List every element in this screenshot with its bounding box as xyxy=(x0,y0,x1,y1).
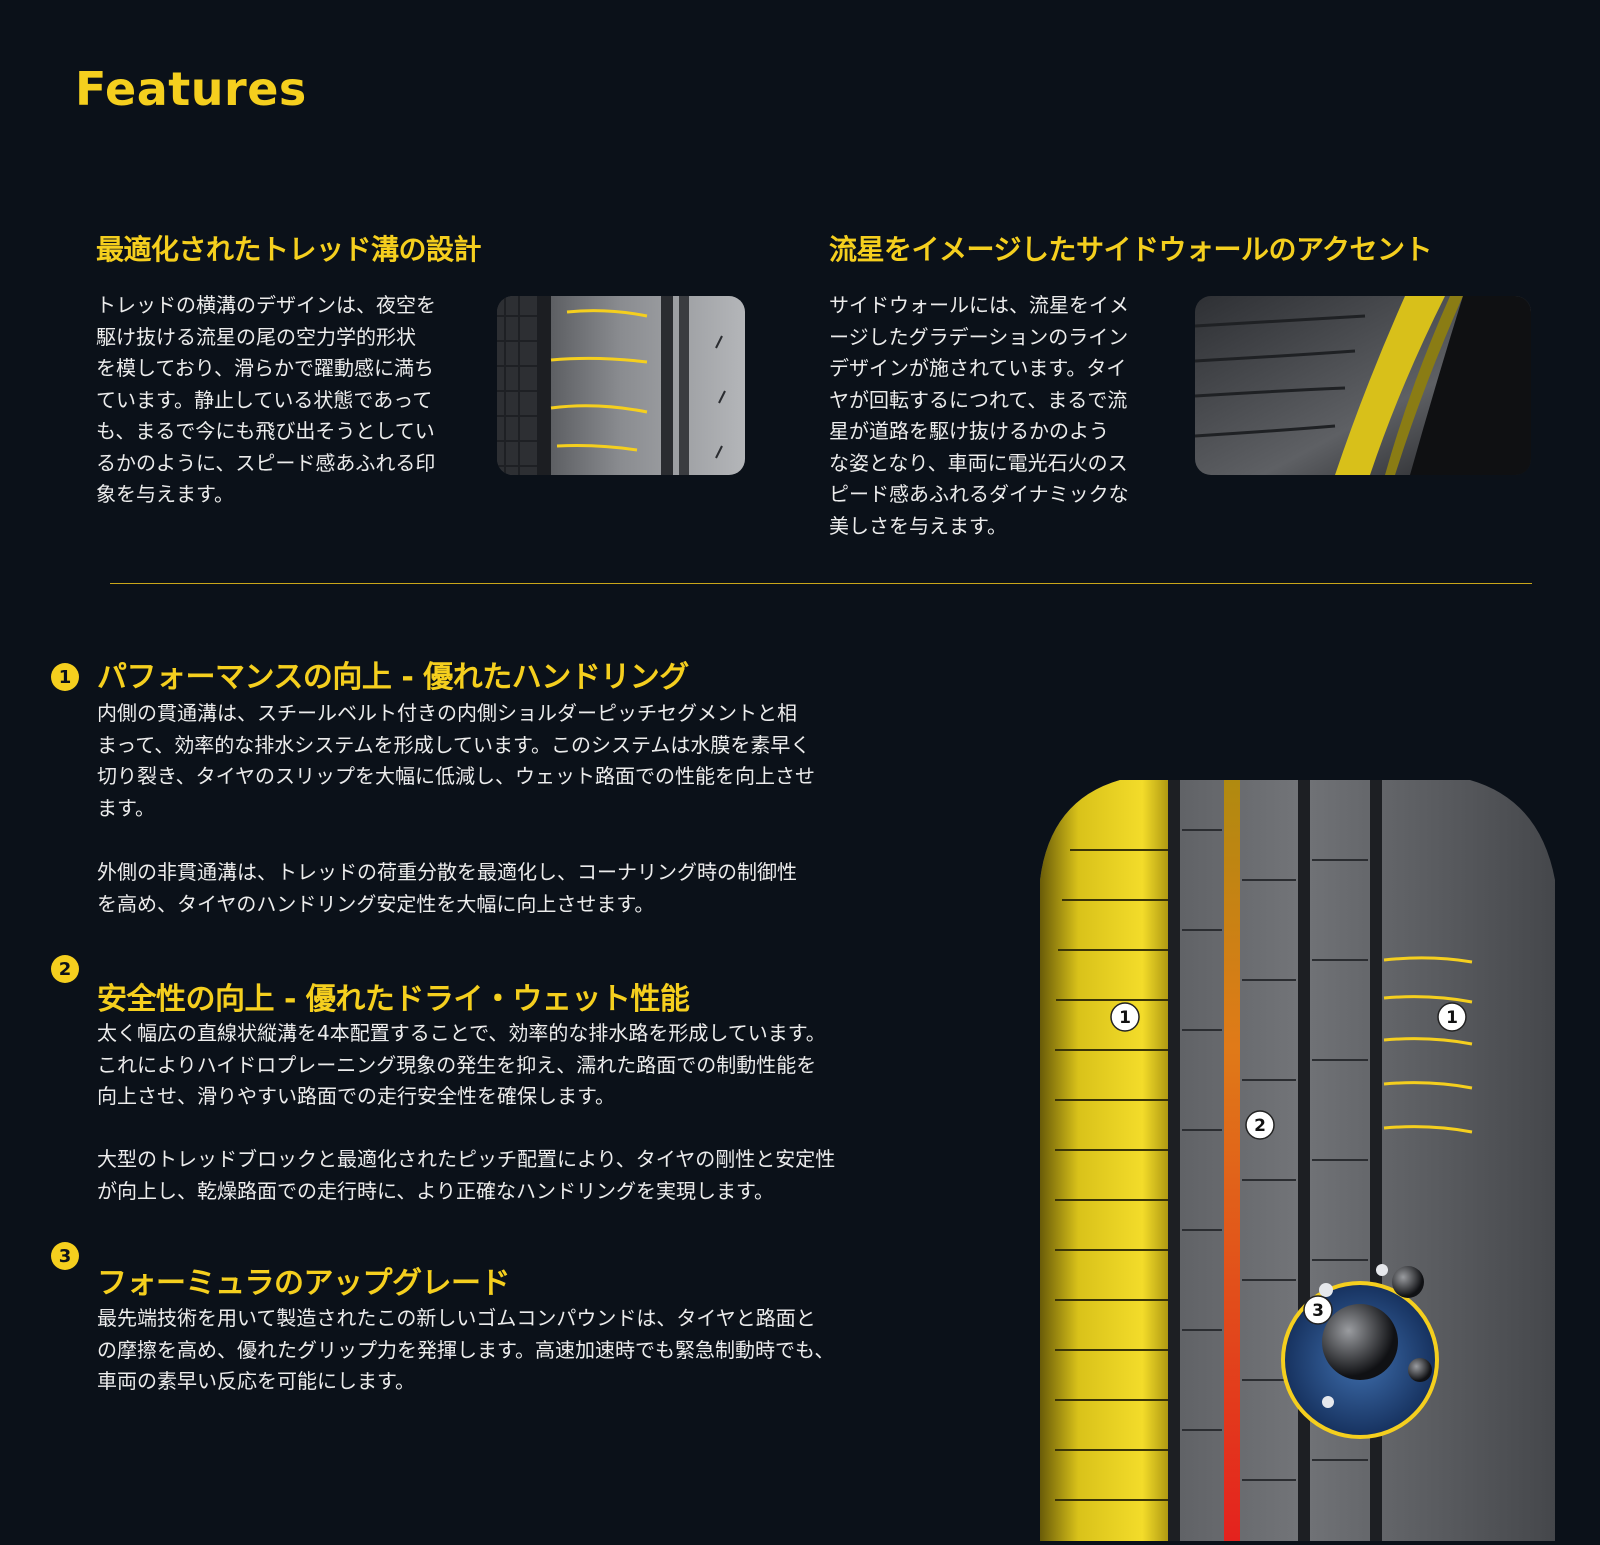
point-number-badge: 3 xyxy=(51,1242,79,1270)
point-title-safety: 安全性の向上 - 優れたドライ・ウェット性能 xyxy=(97,982,690,1017)
tire-marker-1-inner: 1 xyxy=(1119,1008,1131,1028)
point-text-formula: 最先端技術を用いて製造されたこの新しいゴムコンパウンドは、タイヤと路面と の摩擦… xyxy=(97,1306,835,1393)
point-number-badge: 1 xyxy=(51,663,79,691)
point-text-handling-1: 内側の貫通溝は、スチールベルト付きの内側ショルダーピッチセグメントと相 まって、… xyxy=(97,701,815,820)
point-title-handling: パフォーマンスの向上 - 優れたハンドリング xyxy=(97,660,689,695)
point-text-safety-1: 太く幅広の直線状縦溝を4本配置することで、効率的な排水路を形成しています。 これ… xyxy=(97,1021,826,1108)
point-title-formula: フォーミュラのアップグレード xyxy=(97,1266,511,1301)
tread-groove-image xyxy=(497,296,745,475)
point-number-badge: 2 xyxy=(51,955,79,983)
feature-text-sidewall: サイドウォールには、流星をイメ ージしたグラデーションのライン デザインが施され… xyxy=(829,293,1129,538)
point-text-handling-2: 外側の非貫通溝は、トレッドの荷重分散を最適化し、コーナリング時の制御性 を高め、… xyxy=(97,860,797,916)
feature-text-tread: トレッドの横溝のデザインは、夜空を 駆け抜ける流星の尾の空力学的形状 を模してお… xyxy=(96,293,436,506)
page-title: Features xyxy=(75,62,307,116)
tire-marker-2: 2 xyxy=(1254,1116,1266,1136)
sidewall-accent-image xyxy=(1195,296,1531,475)
feature-title-sidewall: 流星をイメージしたサイドウォールのアクセント xyxy=(829,233,1433,266)
feature-title-tread: 最適化されたトレッド溝の設計 xyxy=(96,233,482,266)
tire-marker-3: 3 xyxy=(1312,1301,1324,1321)
tire-illustration: 1 1 2 3 xyxy=(1010,770,1570,1541)
tire-marker-1-outer: 1 xyxy=(1446,1008,1458,1028)
section-divider xyxy=(110,583,1532,584)
point-text-safety-2: 大型のトレッドブロックと最適化されたピッチ配置により、タイヤの剛性と安定性 が向… xyxy=(97,1147,836,1203)
